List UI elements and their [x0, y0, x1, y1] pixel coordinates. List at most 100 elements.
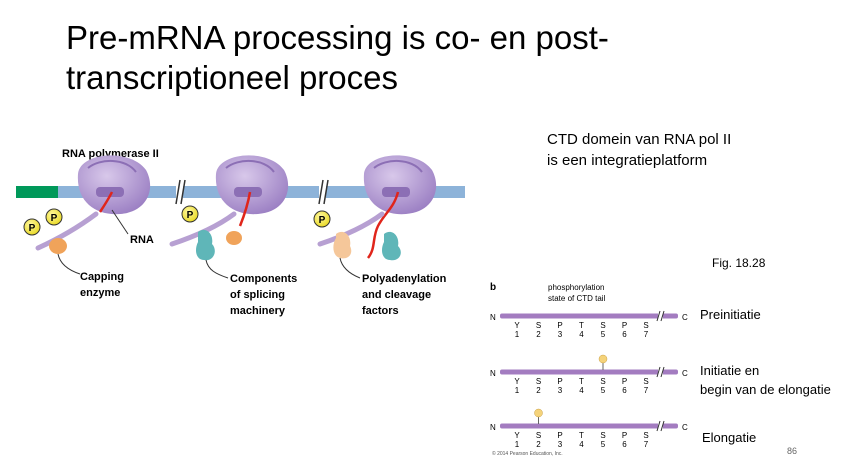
stage-label-3: Elongatie [702, 428, 756, 447]
page-title: Pre-mRNA processing is co- en post- tran… [66, 18, 766, 98]
polymerase-2: P [169, 155, 289, 261]
residue-position: 5 [601, 440, 606, 449]
residue-letter: S [643, 321, 648, 330]
c-terminus: C [682, 369, 688, 378]
rna-label: RNA [130, 234, 154, 246]
polyA-label-1: Polyadenylation [362, 273, 447, 285]
residue-letter: S [643, 377, 648, 386]
polymerase-label: RNA polymerase II [62, 148, 159, 160]
ctd-bar [500, 369, 678, 375]
residue-letter: S [643, 431, 648, 440]
copyright-notice: © 2014 Pearson Education, Inc. [492, 451, 563, 457]
residue-letter: S [536, 377, 541, 386]
residue-position: 7 [644, 386, 649, 395]
residue-letter: P [557, 321, 562, 330]
phosphate-2 [181, 205, 199, 223]
residue-letter: P [557, 377, 562, 386]
stage-2-line-1: Initiatie en [700, 363, 760, 378]
ctd-bar [500, 313, 678, 319]
residue-letter: S [536, 431, 541, 440]
phosphate-1a-label: P [29, 223, 36, 234]
diagram-a: RNA polymerase II P P RNA Capping enzyme… [16, 148, 465, 317]
stage-2-line-2: begin van de elongatie [700, 382, 831, 397]
ctd-break-mark [660, 420, 665, 432]
phosphate-3-label: P [319, 215, 326, 226]
panel-b-header-2: state of CTD tail [548, 294, 606, 303]
polyA-label-3: factors [362, 305, 399, 317]
phosphate-1a [23, 218, 41, 236]
residue-position: 6 [622, 386, 627, 395]
title-line-1: Pre-mRNA processing is co- en post- [66, 19, 609, 56]
residue-position: 1 [515, 440, 520, 449]
capping-enzyme-2 [226, 231, 242, 245]
residue-position: 4 [579, 440, 584, 449]
phosphate-3 [313, 210, 331, 228]
residue-position: 5 [601, 386, 606, 395]
residue-position: 2 [536, 440, 541, 449]
c-terminus: C [682, 313, 688, 322]
stage-1-line-1: Preinitiatie [700, 307, 761, 322]
stage-label-2: Initiatie en begin van de elongatie [700, 361, 831, 399]
ctd-break-mark [656, 310, 661, 322]
residue-position: 2 [536, 386, 541, 395]
capping-label-2: enzyme [80, 287, 120, 299]
residue-letter: T [579, 321, 584, 330]
title-line-2: transcriptioneel proces [66, 59, 398, 96]
phosphate-1b [45, 208, 63, 226]
ctd-note: CTD domein van RNA pol II is een integra… [547, 129, 731, 171]
ctd-break-mark [656, 366, 661, 378]
page-number: 86 [787, 446, 798, 456]
splicing-factor-3 [382, 231, 401, 261]
stage-label-1: Preinitiatie [700, 305, 761, 324]
ctd-break-gap [658, 421, 663, 431]
phosphate-2-label: P [187, 210, 194, 221]
panel-b-letter: b [490, 282, 496, 293]
n-terminus: N [490, 369, 496, 378]
polyA-label-2: and cleavage [362, 289, 431, 301]
residue-position: 4 [579, 386, 584, 395]
figure-reference: Fig. 18.28 [712, 256, 766, 270]
residue-position: 3 [558, 330, 563, 339]
splicing-label-1: Components [230, 273, 297, 285]
residue-letter: S [600, 377, 605, 386]
c-terminus: C [682, 423, 688, 432]
diagram-b: b phosphorylation state of CTD tail N C Y 1… [490, 282, 688, 449]
residue-position: 7 [644, 440, 649, 449]
ctd-note-line-2: is een integratieplatform [547, 152, 708, 169]
residue-position: 5 [601, 330, 606, 339]
splicing-label-3: machinery [230, 305, 286, 317]
residue-position: 3 [558, 386, 563, 395]
ctd-break-gap [658, 311, 663, 321]
residue-position: 2 [536, 330, 541, 339]
residue-letter: Y [514, 377, 520, 386]
residue-position: 6 [622, 330, 627, 339]
residue-letter: S [536, 321, 541, 330]
residue-position: 3 [558, 440, 563, 449]
capping-label-1: Capping [80, 271, 124, 283]
residue-letter: P [622, 321, 627, 330]
dna-break-2 [318, 179, 329, 205]
residue-position: 7 [644, 330, 649, 339]
residue-position: 6 [622, 440, 627, 449]
phospho-ball [534, 408, 543, 418]
polyA-factor [333, 231, 352, 259]
residue-letter: Y [514, 321, 520, 330]
residue-letter: P [557, 431, 562, 440]
splicing-label-2: of splicing [230, 289, 285, 301]
residue-letter: P [622, 377, 627, 386]
phospho-ball [598, 354, 608, 364]
residue-letter: S [600, 321, 605, 330]
residue-letter: P [622, 431, 627, 440]
residue-letter: T [579, 377, 584, 386]
panel-b-header-1: phosphorylation [548, 283, 604, 292]
splicing-factor [196, 229, 215, 261]
dna-promoter [16, 186, 58, 198]
ctd-break-mark [656, 420, 661, 432]
stage-3-line-1: Elongatie [702, 430, 757, 445]
phosphate-1b-label: P [51, 213, 58, 224]
residue-position: 4 [579, 330, 584, 339]
residue-letter: T [579, 431, 584, 440]
